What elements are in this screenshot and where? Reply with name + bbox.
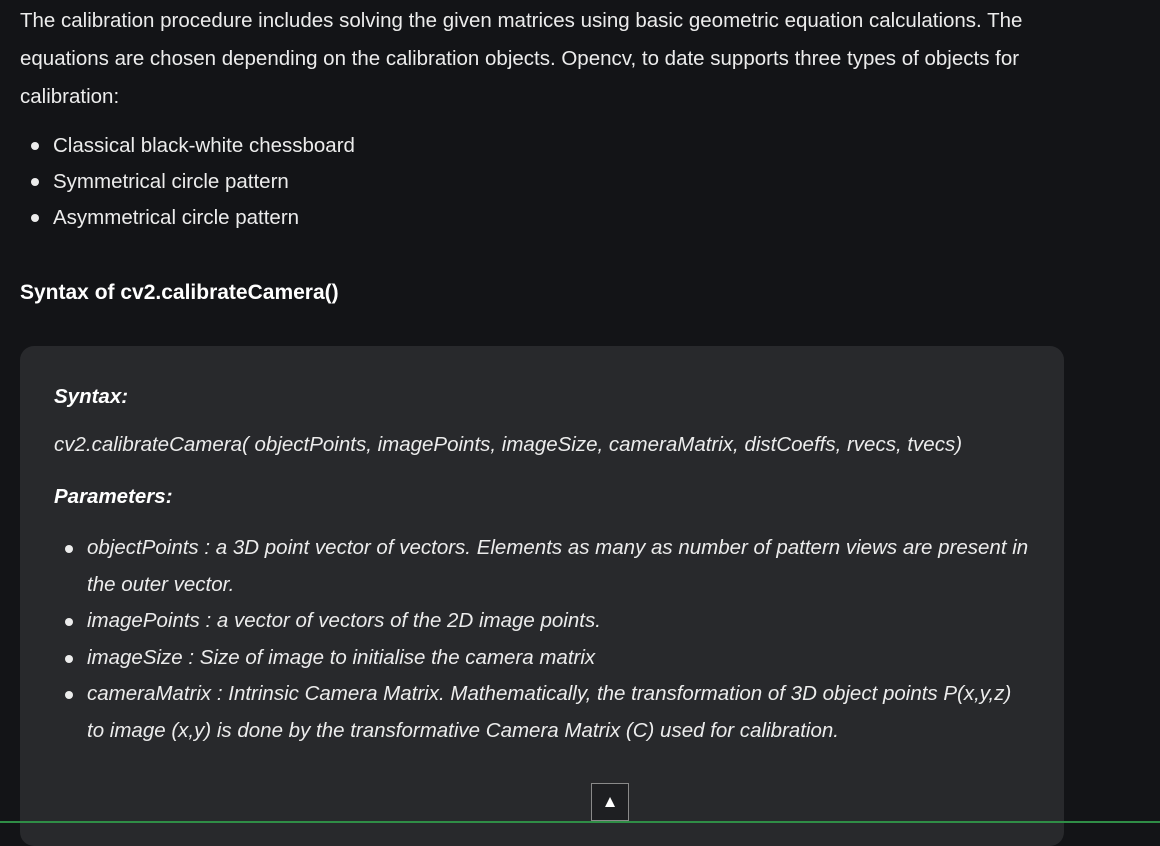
section-heading: Syntax of cv2.calibrateCamera() [20, 281, 339, 304]
bullet-icon [31, 178, 39, 186]
parameter-item: objectPoints : a 3D point vector of vect… [54, 530, 1034, 603]
syntax-box: Syntax: cv2.calibrateCamera( objectPoint… [20, 346, 1064, 846]
bullet-icon [65, 618, 73, 626]
list-item: Symmetrical circle pattern [20, 164, 1064, 200]
scroll-to-top-button[interactable]: ▲ [591, 783, 629, 821]
parameter-text: objectPoints : a 3D point vector of vect… [87, 536, 1029, 596]
list-item-text: Asymmetrical circle pattern [53, 206, 300, 229]
bullet-icon [31, 142, 39, 150]
parameter-item: cameraMatrix : Intrinsic Camera Matrix. … [54, 676, 1034, 749]
bullet-icon [31, 214, 39, 222]
list-item: Classical black-white chessboard [20, 128, 1064, 164]
parameter-text: cameraMatrix : Intrinsic Camera Matrix. … [87, 682, 1012, 742]
calibration-objects-list: Classical black-white chessboard Symmetr… [20, 128, 1064, 236]
list-item-text: Symmetrical circle pattern [53, 170, 289, 193]
bullet-icon [65, 654, 73, 663]
syntax-box-content: Syntax: cv2.calibrateCamera( objectPoint… [54, 382, 1034, 749]
list-item: Asymmetrical circle pattern [20, 200, 1064, 236]
parameter-text: imagePoints : a vector of vectors of the… [87, 609, 601, 632]
bullet-icon [65, 691, 73, 699]
bullet-icon [65, 545, 73, 553]
parameter-item: imageSize : Size of image to initialise … [54, 640, 1034, 677]
article-content: The calibration procedure includes solvi… [20, 0, 1064, 308]
parameter-item: imagePoints : a vector of vectors of the… [54, 603, 1034, 640]
parameters-list: objectPoints : a 3D point vector of vect… [54, 530, 1034, 749]
parameter-text: imageSize : Size of image to initialise … [87, 645, 596, 669]
list-item-text: Classical black-white chessboard [53, 134, 355, 157]
parameters-label: Parameters: [54, 485, 173, 508]
syntax-label: Syntax: [54, 385, 129, 408]
syntax-code: cv2.calibrateCamera( objectPoints, image… [54, 433, 963, 456]
bottom-accent-line [0, 821, 1160, 823]
arrow-up-icon: ▲ [601, 792, 619, 811]
intro-paragraph: The calibration procedure includes solvi… [20, 9, 1023, 108]
